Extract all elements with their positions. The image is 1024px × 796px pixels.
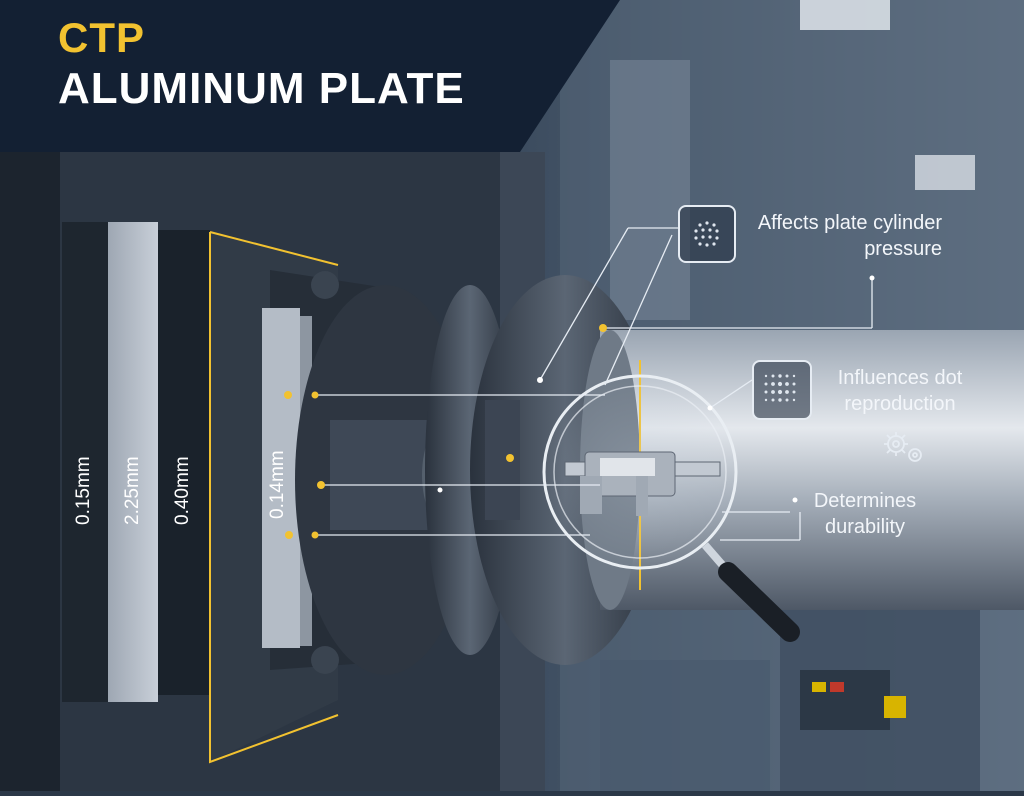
callout-dots-line1: Influences dot [837, 367, 963, 389]
layer-main [108, 222, 158, 702]
callout-durability-line1: Determines [813, 490, 917, 512]
thickness-label-2-25: 2.25mm [122, 456, 143, 525]
callout-pressure-line2: pressure [864, 238, 942, 260]
thickness-label-0-40: 0.40mm [172, 456, 193, 525]
thickness-label-0-14: 0.14mm [267, 450, 288, 519]
thickness-label-0-15: 0.15mm [73, 456, 94, 525]
title-panel [0, 0, 620, 152]
callout-dots-line2: reproduction [844, 393, 956, 415]
title-aluminum-plate: ALUMINUM PLATE [58, 64, 465, 113]
callout-dots: Influences dot reproduction [820, 365, 980, 417]
dot-grid-icon [678, 205, 736, 263]
layer-dark [158, 230, 210, 695]
gears-icon [884, 432, 922, 462]
title-ctp: CTP [58, 14, 145, 61]
callout-durability: Determines durability [800, 488, 930, 540]
callout-pressure: Affects plate cylinder pressure [742, 210, 942, 262]
callout-pressure-line1: Affects plate cylinder [757, 212, 942, 234]
halftone-icon [752, 360, 812, 420]
layer-thin [62, 222, 108, 702]
callout-durability-line2: durability [824, 516, 906, 538]
